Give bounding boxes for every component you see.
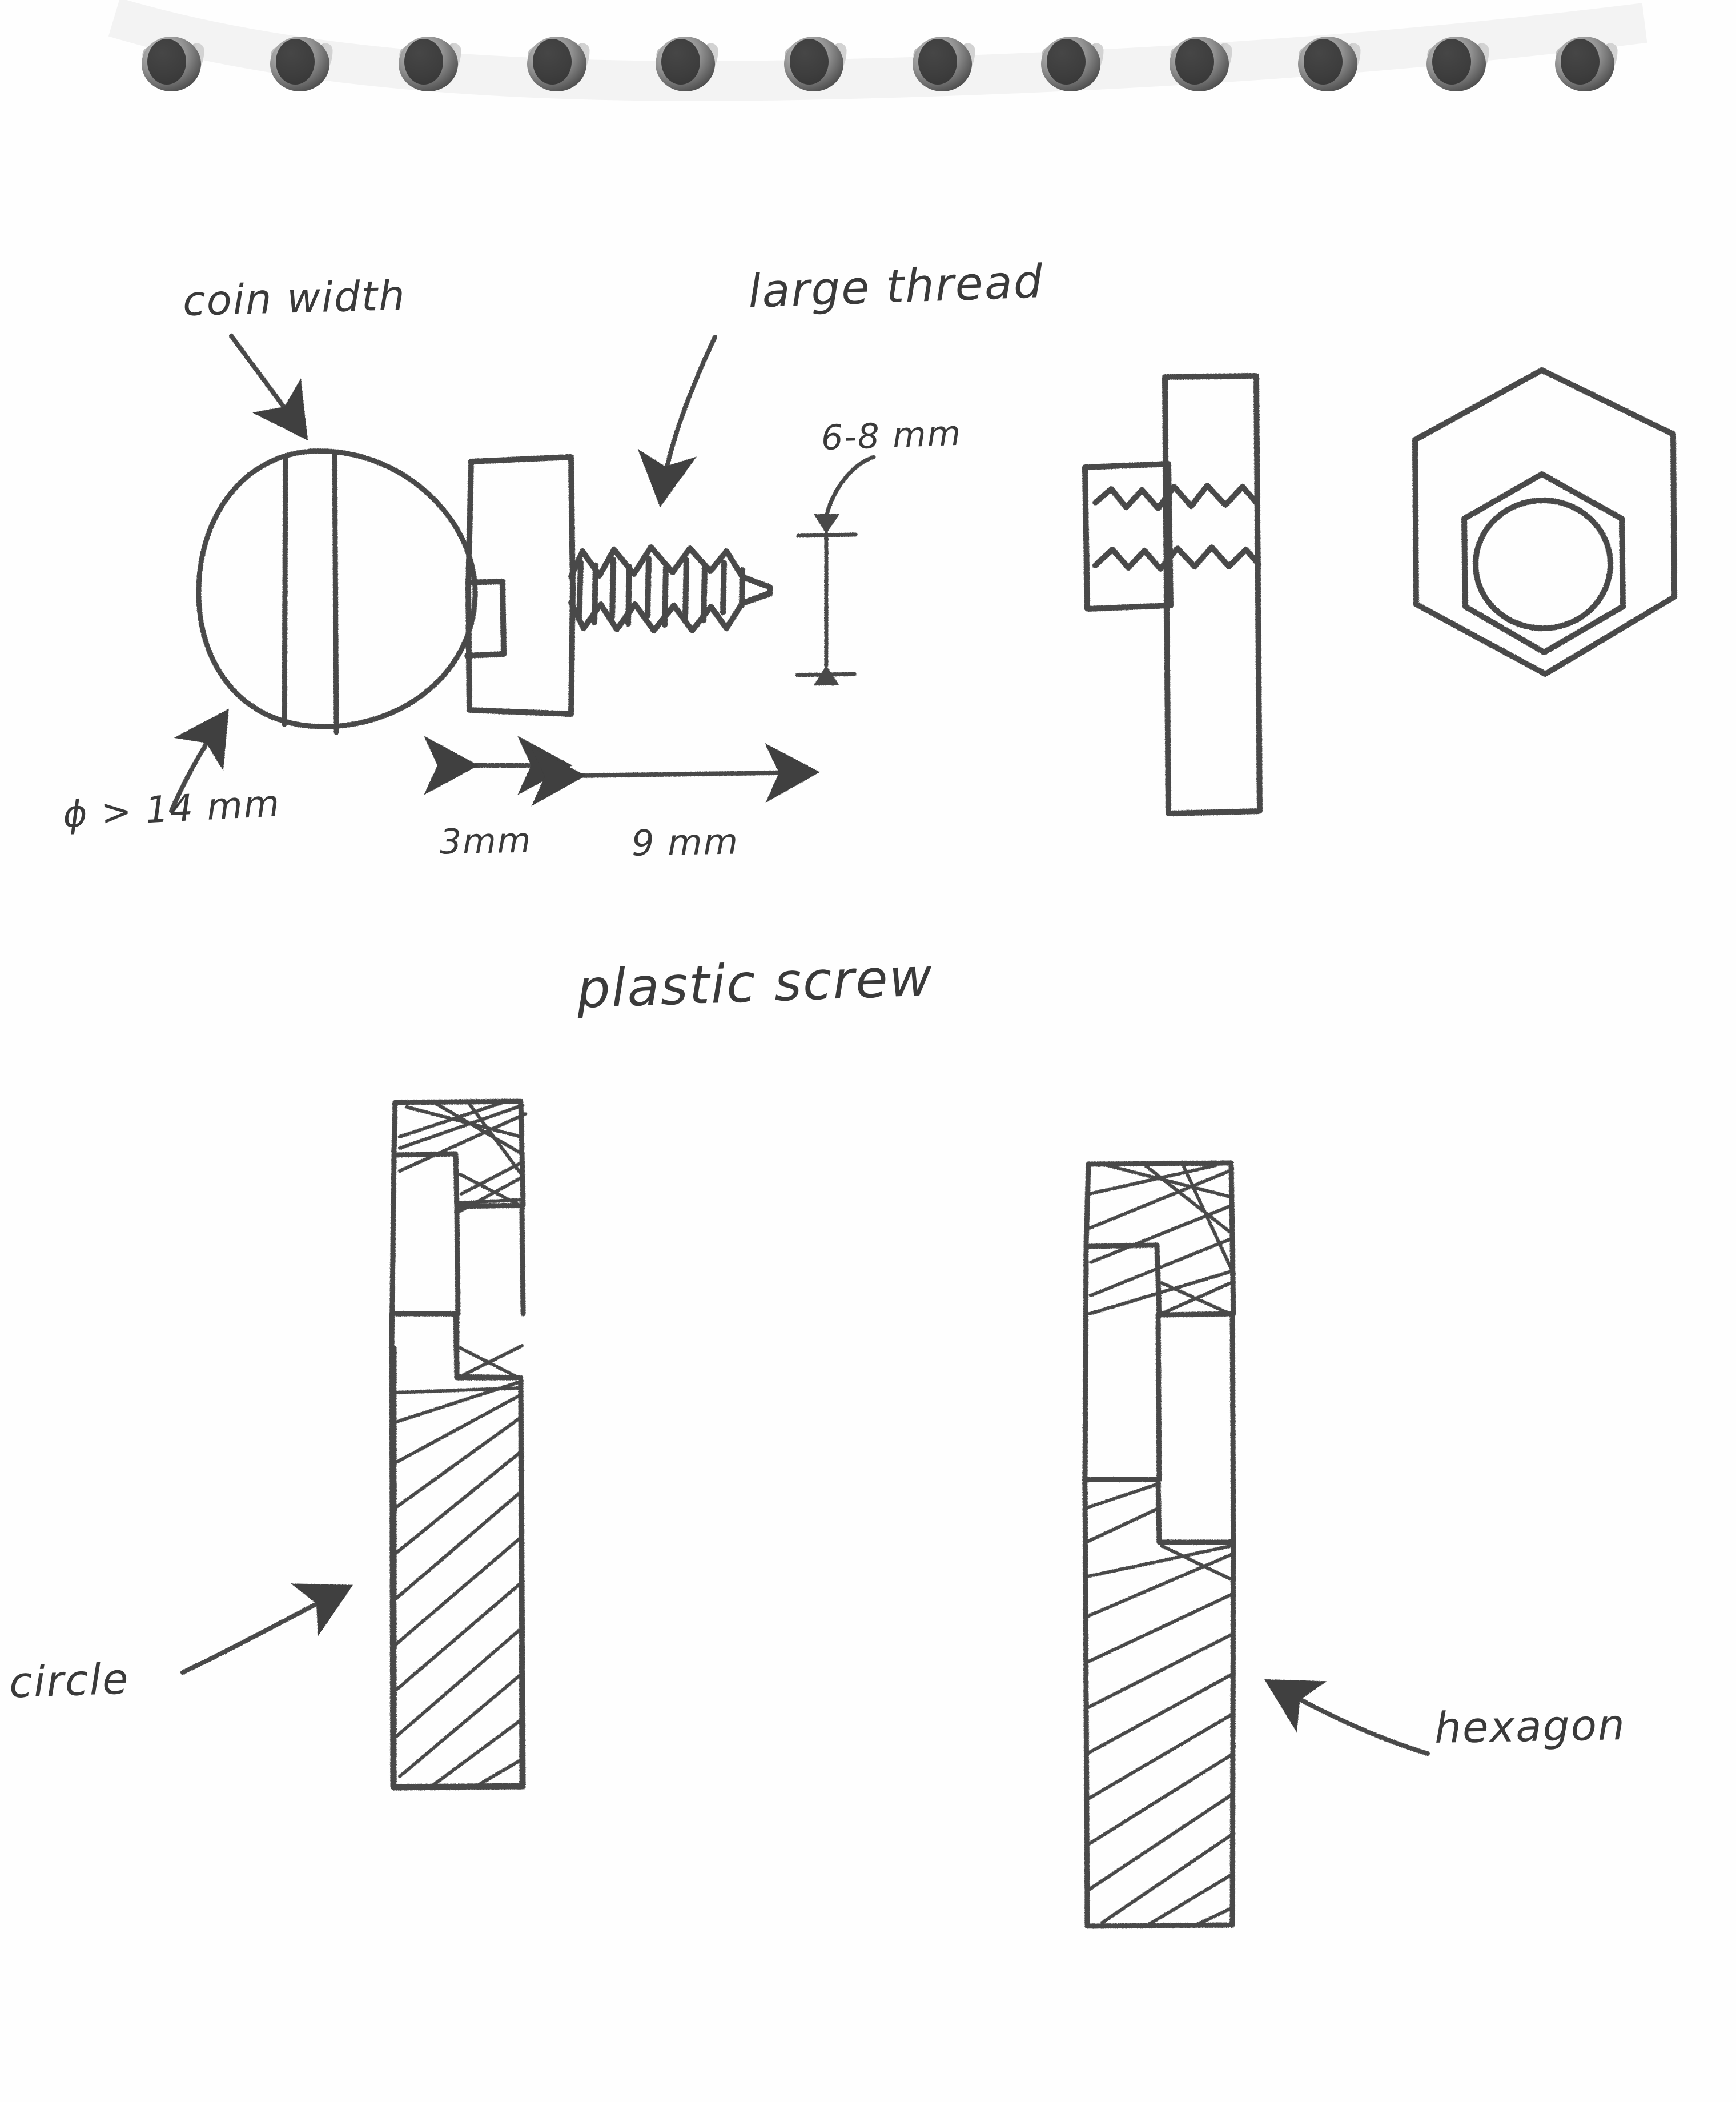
shaft-length-dimension (531, 743, 820, 807)
binding-coil (1555, 0, 1618, 91)
binding-coil (1170, 0, 1232, 91)
binding-coil (656, 0, 718, 91)
coin-width-pointer-arrow (229, 334, 308, 441)
binding-coil (527, 0, 590, 91)
binding-coil (913, 0, 975, 91)
hexagon-bore-cross-section (1082, 1160, 1236, 1929)
plate-thread-section (1082, 373, 1263, 816)
label-shaft-length: 9 mm (631, 820, 740, 864)
page-title: plastic screw (576, 946, 934, 1020)
label-large-thread: large thread (747, 254, 1045, 319)
binding-coil (1426, 0, 1489, 91)
screw-head (464, 454, 576, 717)
thread-pitch-dimension (795, 455, 876, 685)
binding-coils (142, 0, 1618, 91)
coin-front-view (196, 448, 478, 735)
binding-coil (270, 0, 333, 91)
hex-nut-front-view (1412, 367, 1677, 677)
binding-coil (784, 0, 847, 91)
label-hexagon: hexagon (1434, 1700, 1626, 1753)
binding-coil (399, 0, 461, 91)
binding-coil (142, 0, 204, 91)
spiral-binding (108, 0, 1647, 101)
binding-coil (1298, 0, 1361, 91)
label-thread-pitch: 6-8 mm (820, 413, 963, 459)
label-circle: circle (8, 1654, 130, 1708)
circle-pointer-arrow (180, 1583, 353, 1675)
label-coin-width: coin width (182, 271, 407, 326)
hexagon-pointer-arrow (1264, 1679, 1430, 1756)
large-thread-pointer-arrow (637, 335, 717, 507)
coin-diameter-pointer-arrow (169, 708, 229, 813)
binding-coil (1041, 0, 1104, 91)
label-head-thickness: 3mm (439, 820, 532, 863)
circle-bore-cross-section (389, 1098, 527, 1791)
screw-threaded-shaft (568, 544, 773, 633)
